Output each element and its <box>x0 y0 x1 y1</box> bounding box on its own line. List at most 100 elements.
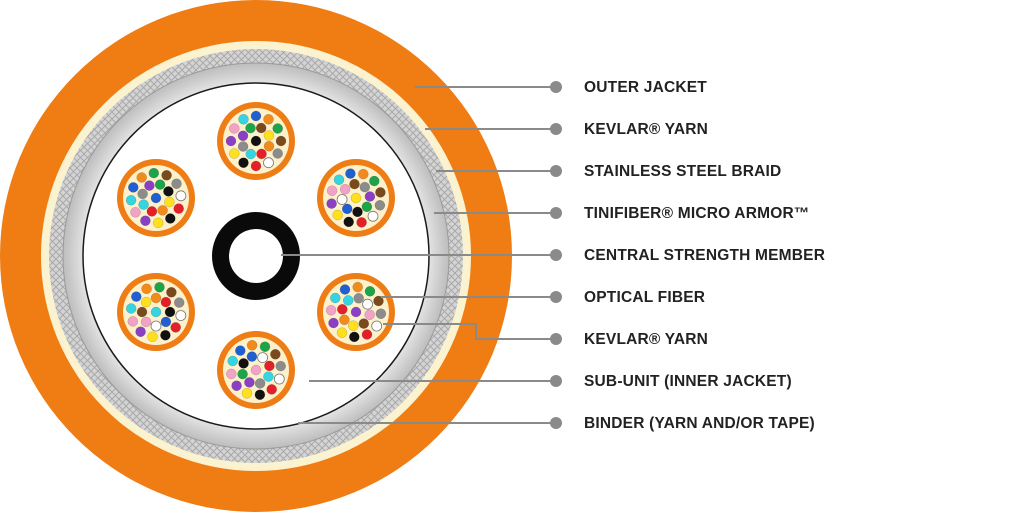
optical-fiber <box>250 160 262 172</box>
optical-fiber <box>150 292 162 304</box>
leader-dot <box>550 249 562 261</box>
optical-fiber <box>237 141 249 152</box>
optical-fiber <box>244 377 255 388</box>
optical-fiber <box>140 215 151 226</box>
optical-fiber <box>140 316 152 328</box>
optical-fiber <box>263 371 274 382</box>
optical-fiber <box>175 310 187 321</box>
optical-fiber <box>154 281 165 293</box>
leader-dot <box>550 81 562 93</box>
optical-fiber <box>128 182 139 193</box>
optical-fiber <box>250 110 262 122</box>
optical-fiber <box>237 368 248 380</box>
sub-unit <box>317 273 395 351</box>
optical-fiber <box>226 368 237 380</box>
optical-fiber <box>375 308 387 319</box>
optical-fiber <box>225 135 237 147</box>
legend: OUTER JACKET KEVLAR® YARN STAINLESS STEE… <box>584 79 825 432</box>
optical-fiber <box>333 174 345 185</box>
optical-fiber <box>161 170 172 181</box>
optical-fiber <box>263 130 275 141</box>
optical-fiber <box>154 179 166 190</box>
label-outer-jacket: OUTER JACKET <box>584 79 707 96</box>
leader-dot <box>550 375 562 387</box>
optical-fiber <box>175 190 187 202</box>
optical-fiber <box>350 306 362 318</box>
label-kevlar-yarn-inner: KEVLAR® YARN <box>584 331 708 348</box>
optical-fiber <box>238 157 249 168</box>
optical-fiber <box>130 207 141 218</box>
optical-fiber <box>373 295 384 307</box>
optical-fiber <box>173 203 184 214</box>
label-sub-unit: SUB-UNIT (INNER JACKET) <box>584 373 792 390</box>
optical-fiber <box>343 216 354 228</box>
optical-fiber <box>150 306 162 318</box>
label-tinifiber-micro-armor: TINIFIBER® MICRO ARMOR™ <box>584 205 810 222</box>
optical-fiber <box>349 331 360 343</box>
optical-fiber <box>150 320 162 332</box>
optical-fiber <box>229 123 240 134</box>
leader-dot <box>550 333 562 345</box>
optical-fiber <box>263 114 274 125</box>
optical-fiber <box>150 192 162 204</box>
optical-fiber <box>237 130 249 142</box>
optical-fiber <box>245 122 256 134</box>
optical-fiber <box>330 292 341 304</box>
optical-fiber <box>336 327 348 338</box>
optical-fiber <box>374 200 386 211</box>
optical-fiber <box>339 183 351 195</box>
optical-fiber <box>164 196 175 208</box>
optical-fiber <box>245 148 257 160</box>
optical-fiber <box>160 329 171 341</box>
optical-fiber <box>246 351 258 362</box>
optical-fiber <box>353 293 364 304</box>
optical-fiber <box>136 172 147 183</box>
optical-fiber <box>275 135 287 147</box>
optical-fiber <box>367 210 379 222</box>
optical-fiber <box>229 148 240 159</box>
optical-fiber <box>152 217 164 229</box>
optical-fiber <box>250 364 262 376</box>
optical-fiber <box>337 304 348 315</box>
leader-dot <box>550 291 562 303</box>
optical-fiber <box>361 201 373 213</box>
optical-fiber <box>135 326 146 337</box>
optical-fiber <box>170 322 181 333</box>
optical-fiber <box>164 306 176 318</box>
optical-fiber <box>148 167 160 179</box>
optical-fiber <box>147 331 158 343</box>
optical-fiber <box>238 358 249 369</box>
leader-dot <box>550 165 562 177</box>
optical-fiber <box>264 360 275 372</box>
optical-fiber <box>369 175 380 187</box>
optical-fiber <box>141 283 152 295</box>
optical-fiber <box>349 178 360 190</box>
optical-fiber <box>125 194 137 206</box>
optical-fiber <box>231 380 242 391</box>
optical-fiber <box>359 181 371 193</box>
optical-fiber <box>356 217 367 228</box>
optical-fiber <box>254 389 266 400</box>
optical-fiber <box>325 305 337 316</box>
optical-fiber <box>362 298 374 310</box>
label-optical-fiber: OPTICAL FIBER <box>584 289 705 306</box>
optical-fiber <box>127 316 139 327</box>
optical-fiber <box>157 205 168 216</box>
label-binder: BINDER (YARN AND/OR TAPE) <box>584 415 815 432</box>
cable-cross-section <box>0 0 512 512</box>
optical-fiber <box>272 123 283 134</box>
optical-fiber <box>227 355 238 367</box>
optical-fiber <box>342 295 354 306</box>
leader-dot <box>550 123 562 135</box>
optical-fiber <box>352 206 363 218</box>
optical-fiber <box>259 341 271 352</box>
optical-fiber <box>332 209 343 221</box>
optical-fiber <box>165 213 176 224</box>
optical-fiber <box>361 329 373 340</box>
optical-fiber <box>246 340 258 351</box>
sub-unit <box>317 159 395 237</box>
optical-fiber <box>350 192 362 204</box>
optical-fiber <box>131 291 142 302</box>
optical-fiber <box>146 206 158 217</box>
optical-fiber <box>345 168 356 179</box>
